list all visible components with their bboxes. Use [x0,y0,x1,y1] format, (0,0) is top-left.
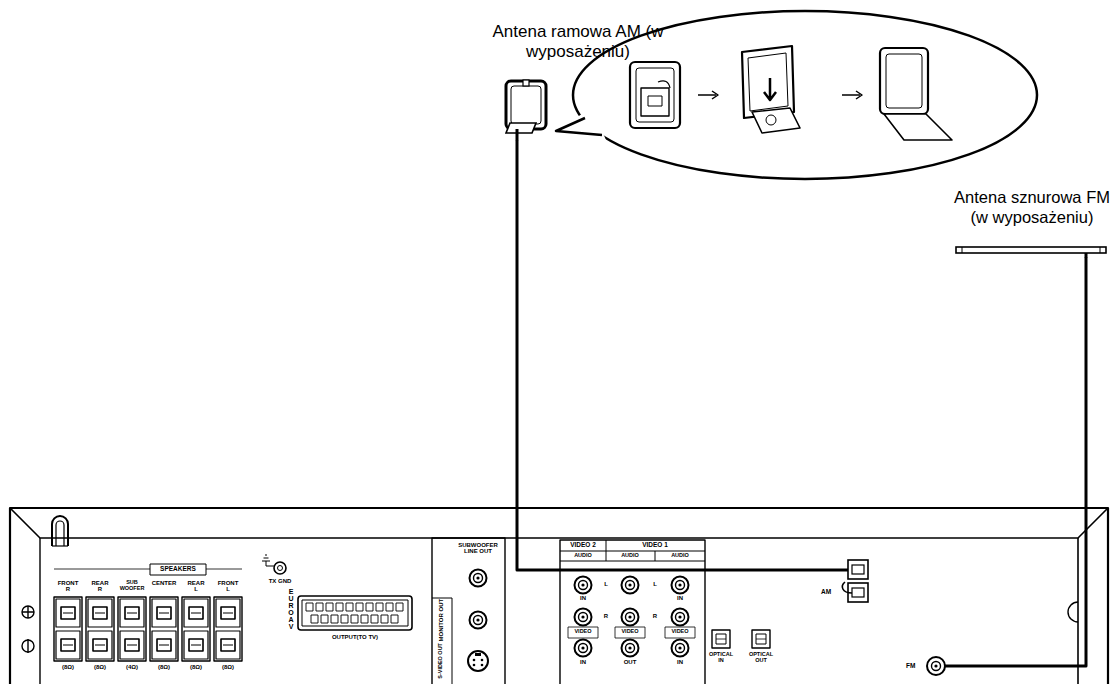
panel-label: OPTICAL OUT [746,652,776,664]
panel-label: REAR L [185,580,207,593]
scart-pin [341,615,348,623]
panel-label: OUTPUT(TO TV) [300,634,410,640]
rca-jack [672,640,689,657]
panel-label: SPEAKERS [150,566,206,573]
panel-label: (4Ω) [118,664,146,670]
panel-label: (8Ω) [54,664,82,670]
panel-label: SUBWOOFER LINE OUT [456,542,500,555]
panel-label: VIDEO [665,629,695,635]
antenna-label: Antena sznurowa FM (w wyposażeniu) [948,188,1116,228]
panel-label: TX GND [262,578,298,584]
terminal-label: AM [821,588,831,596]
rca-jack [672,577,689,594]
scart-pin [356,603,363,611]
wire-antenna-shape [954,246,1114,258]
scart-pin [371,615,378,623]
rca-jack [575,609,592,626]
antenna-label: Antena ramowa AM (w wyposażeniu) [492,22,664,63]
panel-label: (8Ω) [214,664,242,670]
scart-pin [321,615,328,623]
am-terminal: AM [818,558,874,606]
am-loop-antenna: Antena ramowa AM (w wyposażeniu) [492,22,664,141]
panel-label: OUT [620,659,640,665]
panel-label: VIDEO [615,629,645,635]
panel-label: MONITOR OUT [438,597,444,643]
panel-label: FRONT L [217,580,239,593]
rca-jack [622,609,639,626]
rca-jack [622,577,639,594]
panel-label: SUB WOOFER [117,580,147,592]
speaker-terminal [214,597,242,661]
scart-pin [331,615,338,623]
panel-label: IN [575,595,591,601]
scart-pin [376,603,383,611]
fm-jack: FM [906,655,956,677]
panel-label: IN [672,595,688,601]
scart-pin [386,603,393,611]
panel-label: REAR R [89,580,111,593]
scart-pin [351,615,358,623]
speaker-terminal [182,597,210,661]
panel-label: EURO AV [288,588,295,630]
terminal-label: FM [906,662,915,670]
antenna-cable [956,258,1086,666]
panel-label: R [601,613,611,619]
am-terminal-shape [818,558,874,606]
rca-jack [470,612,487,629]
panel-label: AUDIO [563,553,603,559]
panel-label: AUDIO [660,553,700,559]
panel-label: (8Ω) [150,664,178,670]
rca-jack [622,640,639,657]
scart-pin [306,603,313,611]
rca-jack [672,609,689,626]
scart-pin [336,603,343,611]
panel-label: OPTICAL IN [707,652,735,664]
panel-label: VIDEO 1 [606,542,704,549]
speaker-terminal [118,597,146,661]
panel-label: S-VIDEO OUT [438,639,444,683]
scart-pin [361,615,368,623]
panel-label: CENTER [149,580,179,586]
loop-antenna-shape [504,79,548,141]
scart-pin [311,615,318,623]
panel-label: (8Ω) [182,664,210,670]
speaker-terminal [86,597,114,661]
rca-jack [575,640,592,657]
panel-label: (8Ω) [86,664,114,670]
fm-wire-antenna: Antena sznurowa FM (w wyposażeniu) [948,188,1116,258]
scart-pin [396,603,403,611]
panel-label: VIDEO 2 [561,542,605,549]
speaker-terminal [54,597,82,661]
rca-jack [470,570,487,587]
scart-pin [316,603,323,611]
scart-pin [346,603,353,611]
scart-pin [366,603,373,611]
panel-label: AUDIO [610,553,650,559]
panel-label: R [650,613,660,619]
rca-jack [575,577,592,594]
scart-pin [326,603,333,611]
panel-label: L [601,581,611,587]
speaker-terminal [150,597,178,661]
panel-label: IN [573,659,593,665]
scart-pin [381,615,388,623]
panel-label: VIDEO [568,629,598,635]
panel-label: L [650,581,660,587]
scart-pin [391,615,398,623]
panel-label: FRONT R [57,580,79,593]
antenna-cable [517,141,818,570]
panel-label: IN [670,659,690,665]
